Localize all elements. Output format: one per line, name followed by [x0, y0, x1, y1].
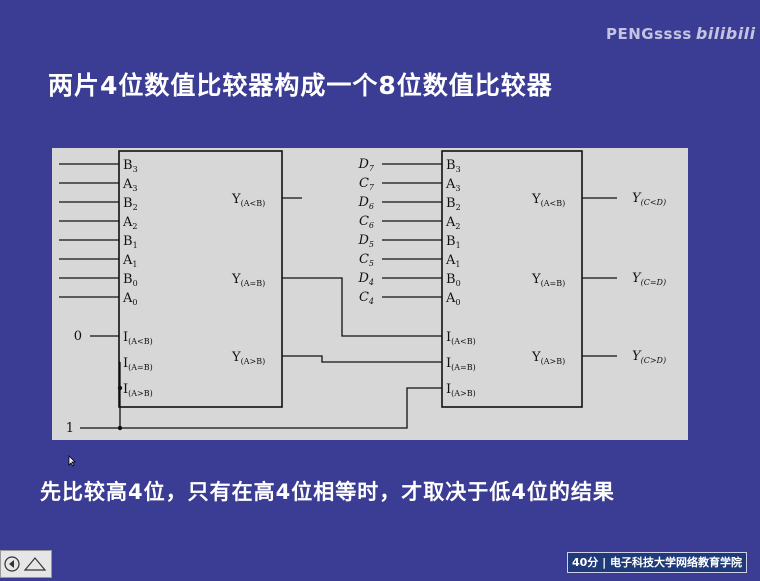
- nav-arrows-icon: [4, 556, 47, 572]
- chip1-pin-1: A3: [122, 177, 137, 193]
- watermark-text: PENGssss: [606, 25, 692, 43]
- chip1-pin-7: A0: [122, 291, 137, 307]
- chip2-input-label-4: D5: [357, 233, 374, 249]
- chip2-cascade-pin-0: I(A<B): [446, 330, 476, 346]
- chip1-pin-2: B2: [123, 196, 138, 212]
- chip1-pin-6: B0: [123, 272, 138, 288]
- const-zero-label: 0: [74, 329, 82, 344]
- chip2-output-label-1: Y(C=D): [632, 271, 666, 287]
- chip2-input-label-1: C7: [359, 176, 375, 192]
- chip2-input-label-2: D6: [357, 195, 374, 211]
- chip1-pin-3: A2: [122, 215, 137, 231]
- link-gt-one: [120, 387, 442, 429]
- chip2-pin-7: A0: [445, 291, 460, 307]
- comparator-circuit-diagram: D3B3C3A3D2B2C2A2D1B1C1A1D0B0C0A0I(A<B)I(…: [59, 150, 666, 436]
- chip1-pin-4: B1: [123, 234, 138, 250]
- chip2-output-label-2: Y(C>D): [632, 349, 666, 365]
- chip2-pin-4: B1: [446, 234, 461, 250]
- chip2-cascade-pin-2: I(A>B): [446, 382, 476, 398]
- chip2-output-pin-0: Y(A<B): [531, 192, 565, 208]
- chip2-pin-6: B0: [446, 272, 461, 288]
- chip2-chip-body: [441, 150, 583, 408]
- chip1-cascade-pin-2: I(A>B): [123, 382, 153, 398]
- chip2-pin-0: B3: [446, 158, 461, 174]
- chip2-input-label-3: C6: [359, 214, 374, 230]
- const-one-label: 1: [66, 421, 74, 436]
- slide-caption: 先比较高4位，只有在高4位相等时，才取决于低4位的结果: [40, 480, 615, 504]
- footer-institution-label: 40分 | 电子科技大学网络教育学院: [567, 552, 747, 573]
- chip1-chip-body: [118, 150, 283, 408]
- chip2-cascade-pin-1: I(A=B): [446, 356, 476, 372]
- chip2-input-label-6: D4: [357, 271, 374, 287]
- chip2-output-label-0: Y(C<D): [632, 191, 666, 207]
- chip2-pin-5: A1: [445, 253, 460, 269]
- chip1-output-pin-0: Y(A<B): [231, 192, 265, 208]
- chip2-output-pin-1: Y(A=B): [531, 272, 565, 288]
- chip1-output-pin-1: Y(A=B): [231, 272, 265, 288]
- chip2-input-label-5: C5: [359, 252, 374, 268]
- junction-dot-1: [117, 385, 123, 391]
- chip2-pin-1: A3: [445, 177, 460, 193]
- link-eq: [282, 355, 442, 363]
- chip1-cascade-pin-0: I(A<B): [123, 330, 153, 346]
- circuit-panel: D3B3C3A3D2B2C2A2D1B1C1A1D0B0C0A0I(A<B)I(…: [52, 148, 688, 440]
- chip2-input-label-7: C4: [359, 290, 374, 306]
- chip2-output-pin-2: Y(A>B): [531, 350, 565, 366]
- bilibili-logo: bilibili: [695, 24, 756, 43]
- link-lt: [282, 277, 442, 337]
- slide-nav-control[interactable]: [0, 550, 52, 578]
- chip1-cascade-pin-1: I(A=B): [123, 356, 153, 372]
- mouse-cursor-icon: [68, 455, 76, 467]
- chip1-pin-0: B3: [123, 158, 138, 174]
- slide-title: 两片4位数值比较器构成一个8位数值比较器: [48, 71, 553, 100]
- chip2-input-label-0: D7: [357, 157, 374, 173]
- chip2-pin-2: B2: [446, 196, 461, 212]
- chip1-output-pin-2: Y(A>B): [231, 350, 265, 366]
- chip2-pin-3: A2: [445, 215, 460, 231]
- chip1-pin-5: A1: [122, 253, 137, 269]
